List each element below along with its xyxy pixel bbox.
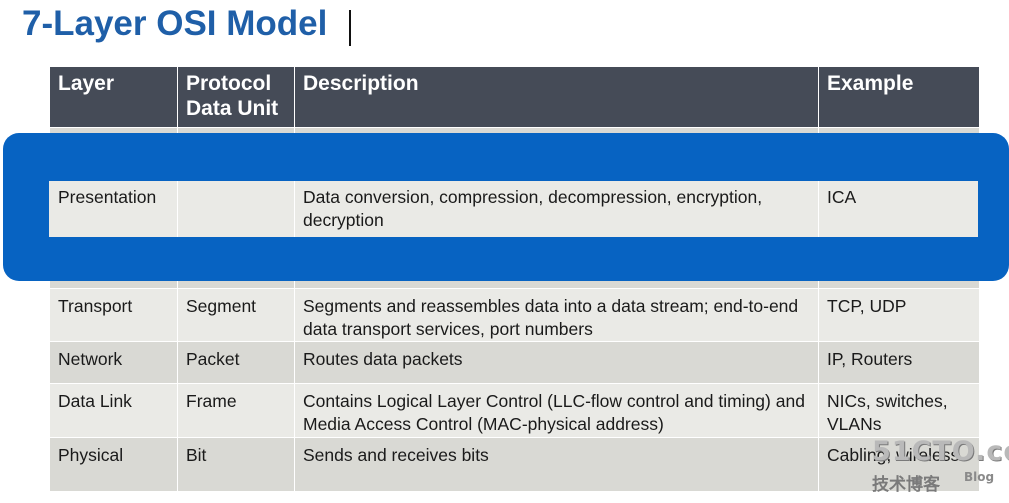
cell-pdu: Segment <box>177 288 295 342</box>
table-row: Physical Bit Sends and receives bits Cab… <box>49 437 980 492</box>
cell-pdu: Packet <box>177 341 295 384</box>
cell-description: Segments and reassembles data into a dat… <box>294 288 819 342</box>
column-divider <box>177 181 178 237</box>
cell-layer: Network <box>49 341 178 384</box>
header-pdu: Protocol Data Unit <box>177 66 295 128</box>
text-cursor <box>349 10 351 46</box>
cell-description: Routes data packets <box>294 341 819 384</box>
table-row: Transport Segment Segments and reassembl… <box>49 288 980 342</box>
table-header-row: Layer Protocol Data Unit Description Exa… <box>49 66 980 128</box>
cell-example: Cabling, wireless <box>818 437 980 492</box>
highlighted-row-presentation: Presentation Data conversion, compressio… <box>49 181 978 237</box>
cell-description: Data conversion, compression, decompress… <box>303 187 763 230</box>
cell-example: NICs, switches, VLANs <box>818 383 980 438</box>
watermark-chinese-text: 技术博客 <box>872 475 940 495</box>
table-row: Network Packet Routes data packets IP, R… <box>49 341 980 384</box>
column-divider <box>818 181 819 237</box>
cell-pdu: Frame <box>177 383 295 438</box>
cell-description: Contains Logical Layer Control (LLC-flow… <box>294 383 819 438</box>
header-example: Example <box>818 66 980 128</box>
cell-layer: Transport <box>49 288 178 342</box>
watermark: 51CTO.com 技术博客 Blog <box>872 436 1009 496</box>
cell-layer: Data Link <box>49 383 178 438</box>
watermark-logo: 51CTO.com <box>872 436 1009 467</box>
table-row: Data Link Frame Contains Logical Layer C… <box>49 383 980 438</box>
header-description: Description <box>294 66 819 128</box>
cell-example: TCP, UDP <box>818 288 980 342</box>
column-divider <box>294 181 295 237</box>
cell-pdu: Bit <box>177 437 295 492</box>
cell-layer: Physical <box>49 437 178 492</box>
cell-layer: Presentation <box>58 187 157 207</box>
watermark-blog-text: Blog <box>964 470 995 484</box>
slide-title: 7-Layer OSI Model <box>22 4 328 43</box>
header-layer: Layer <box>49 66 178 128</box>
cell-example: IP, Routers <box>818 341 980 384</box>
cell-description: Sends and receives bits <box>294 437 819 492</box>
cell-example: ICA <box>827 187 857 207</box>
